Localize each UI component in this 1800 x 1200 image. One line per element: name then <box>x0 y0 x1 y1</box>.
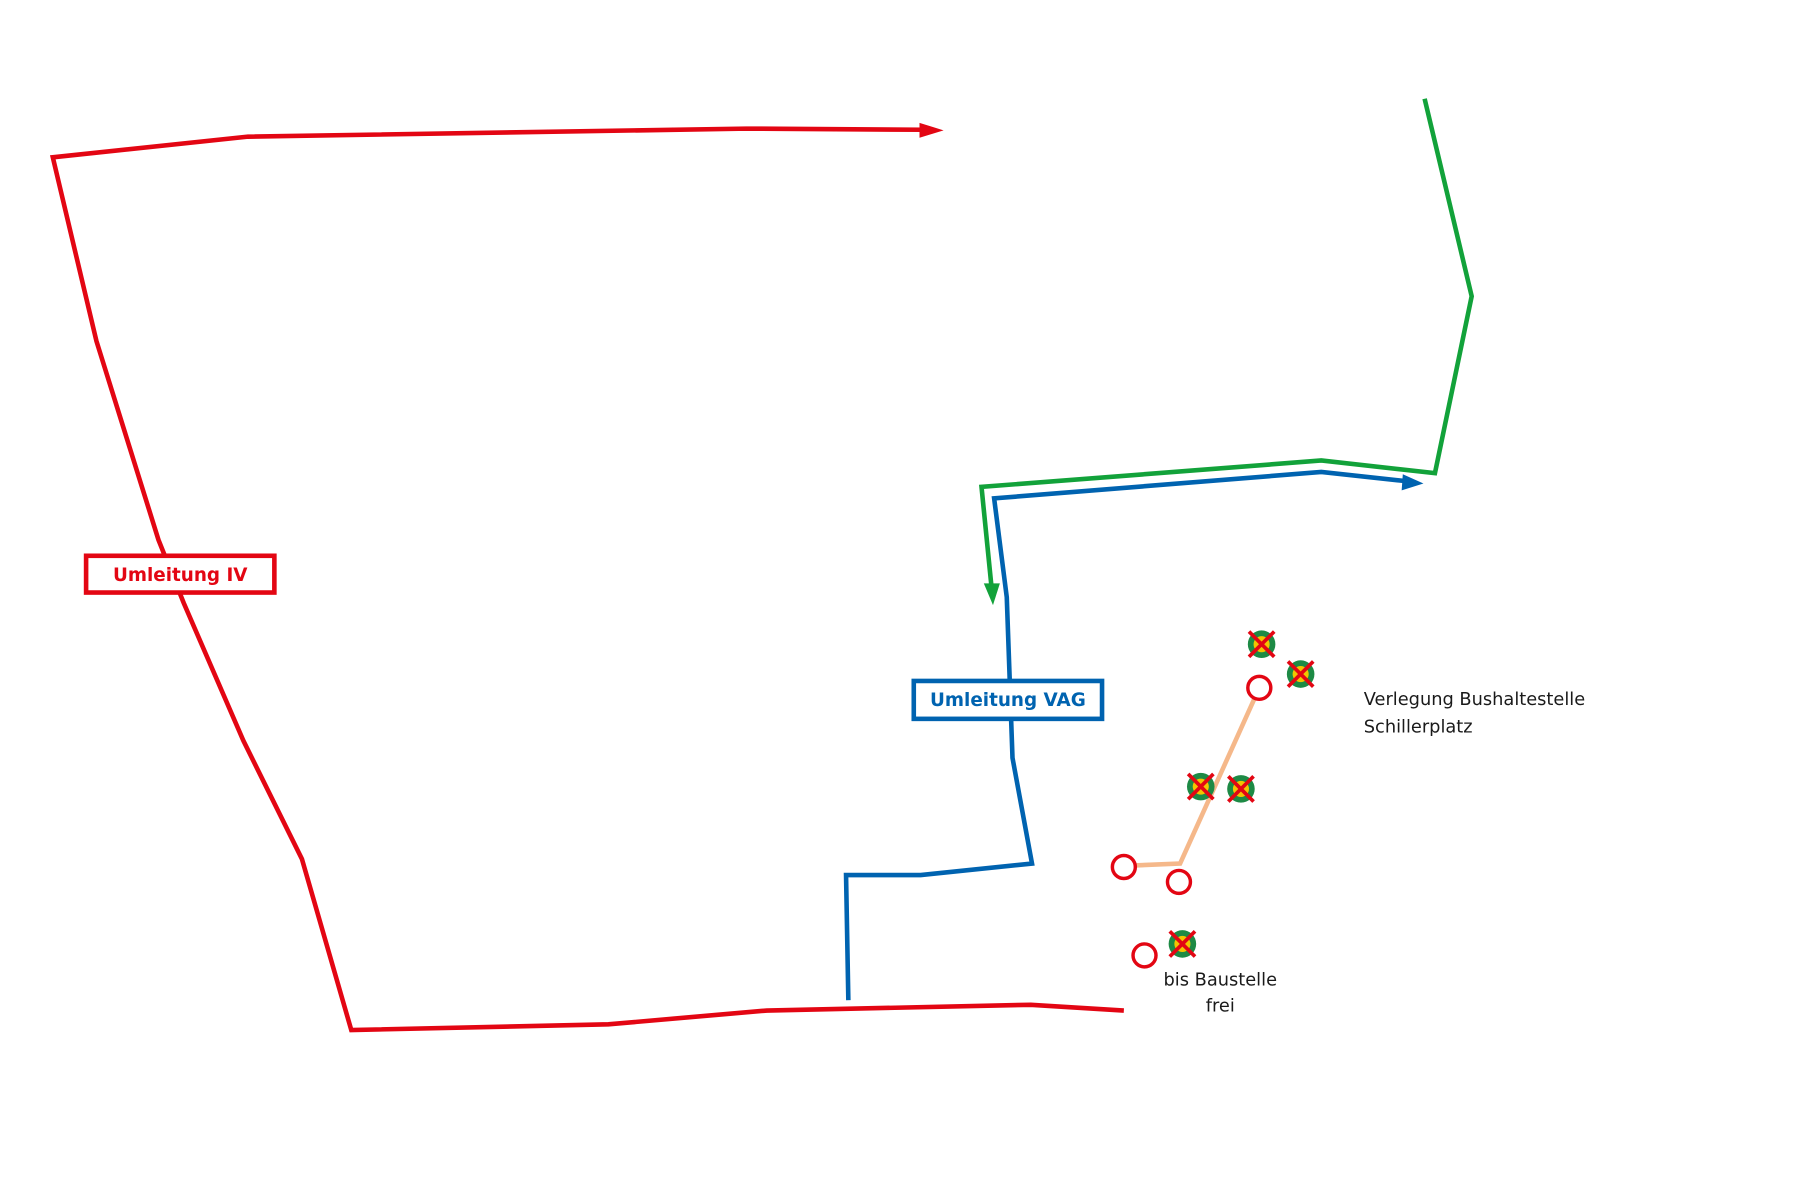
detour-vag-label-box <box>911 678 1105 722</box>
removed-bus-stop-icon <box>1168 929 1197 958</box>
detour-iv-label-text: Umleitung IV <box>113 565 248 586</box>
detour-vag-label-text: Umleitung VAG <box>930 690 1086 711</box>
removed-stop-cross-icon <box>1227 774 1255 803</box>
detour-vag-label: Umleitung VAG <box>911 678 1105 722</box>
bus-stop-ring-icon <box>1131 942 1158 969</box>
detour-vag-arrowhead-icon <box>1401 474 1424 491</box>
construction-note-line1: bis Baustelle <box>1164 969 1277 990</box>
bus-stop-ring-icon <box>1246 674 1273 702</box>
construction-note-line2: frei <box>1206 996 1235 1017</box>
removed-bus-stop-icon <box>1227 774 1255 803</box>
bus-stop-ring-icon <box>1165 868 1193 896</box>
detour-iv-route <box>49 126 1124 1033</box>
removed-bus-stop-icon <box>1286 660 1315 688</box>
detour-vag-route <box>843 469 1407 1001</box>
removed-stop-cross-icon <box>1286 660 1315 688</box>
stop-link-line <box>1123 686 1262 869</box>
detour-iv-label-box <box>83 553 277 595</box>
detour-iv-arrowhead-icon <box>919 122 944 138</box>
removed-stop-cross-icon <box>1168 929 1197 958</box>
relocation-note-line2: Schillerplatz <box>1364 717 1473 738</box>
removed-bus-stop-icon <box>1247 630 1276 659</box>
bus-stop-ring-icon <box>1110 853 1138 881</box>
detour-iv-label: Umleitung IV <box>83 553 277 595</box>
relocation-note-line1: Verlegung Bushaltestelle <box>1364 689 1585 710</box>
removed-stop-cross-icon <box>1186 772 1215 801</box>
removed-bus-stop-icon <box>1186 772 1215 801</box>
green-route <box>978 98 1475 591</box>
removed-stop-cross-icon <box>1247 630 1276 659</box>
green-route-arrowhead-icon <box>983 583 1000 606</box>
